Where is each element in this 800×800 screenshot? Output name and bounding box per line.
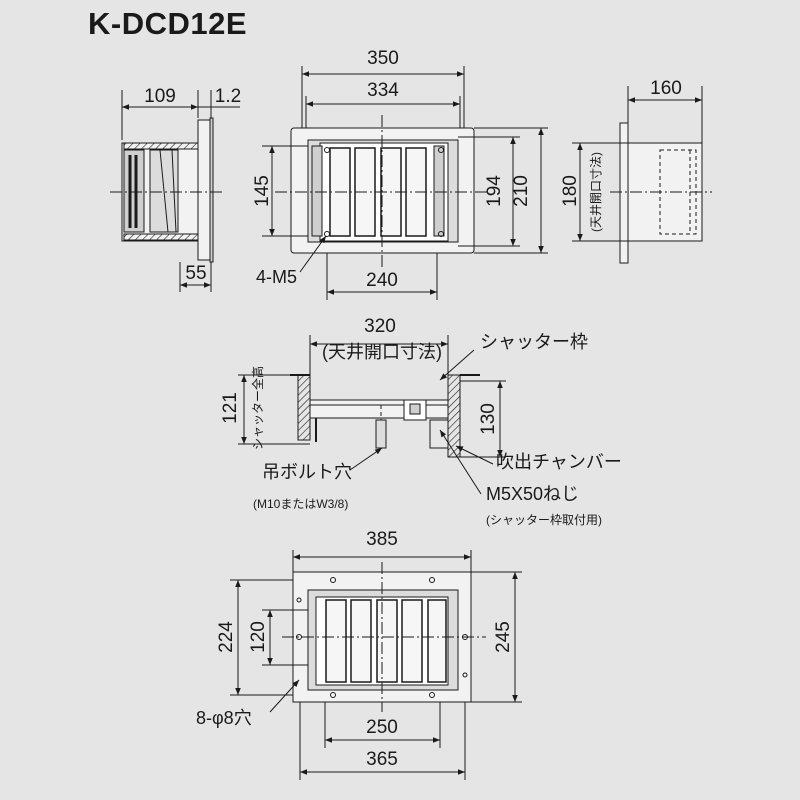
- label-4-m5: 4-M5: [256, 267, 297, 287]
- dim-1-2: 1.2: [215, 86, 241, 107]
- bottom-view: [230, 550, 522, 780]
- label-8-holes: 8-φ8穴: [196, 708, 252, 728]
- label-shutter-frame: シャッター枠: [480, 332, 588, 352]
- dim-320: 320: [364, 316, 396, 337]
- dim-120: 120: [248, 621, 269, 653]
- label-shutter-full-height: シャッター全高: [250, 366, 265, 450]
- dim-145: 145: [252, 175, 273, 207]
- label-screw: M5X50ねじ: [486, 484, 579, 504]
- label-chamber: 吹出チャンバー: [496, 452, 622, 472]
- model-title: K-DCD12E: [88, 6, 248, 41]
- front-view: [262, 66, 548, 300]
- dim-121: 121: [220, 392, 241, 424]
- dim-180: 180: [560, 175, 581, 207]
- dim-160: 160: [650, 78, 682, 99]
- label-screw-note: (シャッター枠取付用): [486, 513, 602, 527]
- dim-194: 194: [484, 175, 505, 207]
- dim-130: 130: [478, 403, 499, 435]
- right-view: [572, 86, 712, 264]
- dim-240: 240: [366, 270, 398, 291]
- label-hanging-bolt-spec: (M10またはW3/8): [253, 497, 348, 511]
- section-view: [238, 335, 506, 495]
- dim-245: 245: [493, 621, 514, 653]
- label-hanging-bolt: 吊ボルト穴: [262, 462, 352, 482]
- side-view: [110, 90, 240, 292]
- dim-55: 55: [185, 263, 206, 284]
- dim-224: 224: [216, 621, 237, 653]
- dim-109: 109: [144, 86, 176, 107]
- opening-note-section: (天井開口寸法): [322, 342, 442, 362]
- opening-note-right: (天井開口寸法): [589, 152, 603, 232]
- dim-350: 350: [367, 48, 399, 69]
- dim-385: 385: [366, 529, 398, 550]
- dim-250: 250: [366, 717, 398, 738]
- dim-365: 365: [366, 749, 398, 770]
- dim-334: 334: [367, 80, 399, 101]
- dim-210: 210: [511, 175, 532, 207]
